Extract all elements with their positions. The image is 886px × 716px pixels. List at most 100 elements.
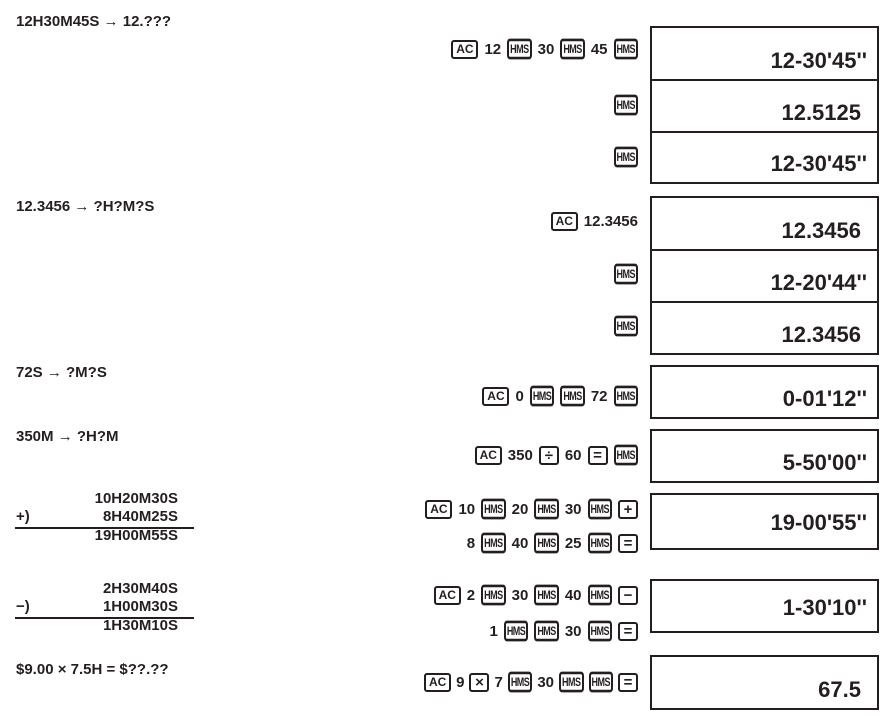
hms-key-icon: HMS [613, 444, 638, 466]
display-value: 12-20'44'' [770, 270, 867, 295]
hms-key-icon: HMS [507, 38, 532, 60]
example-label: 12.3456 → ?H?M?S [16, 198, 155, 215]
display-value: 12.3456 [781, 218, 861, 243]
ac-key-icon: AC [474, 445, 502, 465]
display-value: 12.5125 [781, 100, 861, 125]
key-sequence: 8 HMS 40 HMS 25 HMS = [467, 532, 638, 554]
hms-key-icon: HMS [559, 671, 584, 693]
entered-number: 7 [494, 673, 503, 691]
ac-key-icon: AC [424, 672, 452, 692]
display-panel: 12.3456 12-20'44'' 12.3456 [650, 196, 879, 355]
ac-key-icon: AC [550, 211, 578, 231]
hms-key-icon: HMS [560, 385, 585, 407]
entered-number: 2 [466, 586, 476, 604]
example-label: 72S → ?M?S [16, 364, 107, 381]
operand-1: 10H20M30S [94, 490, 178, 507]
key-sequence: HMS [613, 146, 638, 168]
hms-key-icon: HMS [587, 532, 612, 554]
entered-number: 72 [590, 387, 608, 405]
equals-key-icon: = [618, 672, 638, 692]
hms-key-icon: HMS [613, 263, 638, 285]
hms-key-icon: HMS [534, 584, 559, 606]
equals-key-icon: = [587, 445, 608, 465]
display-panel: 1-30'10'' [650, 579, 879, 633]
hms-key-icon: HMS [503, 620, 529, 642]
key-sequence: HMS [613, 315, 638, 337]
entered-number: 30 [564, 500, 582, 518]
difference-rule [15, 617, 194, 619]
entered-number: 40 [564, 586, 582, 604]
display-value: 12.3456 [781, 322, 861, 347]
equals-key-icon: = [618, 621, 638, 641]
entered-number: 60 [564, 446, 582, 464]
hms-key-icon: HMS [481, 584, 506, 606]
plus-key-icon: + [618, 499, 638, 519]
operator-sign: −) [16, 598, 30, 615]
hms-key-icon: HMS [588, 671, 613, 693]
entered-number: 8 [466, 534, 476, 552]
operand-2: 1H00M30S [102, 598, 178, 615]
minus-key-icon: − [618, 585, 638, 605]
hms-key-icon: HMS [534, 620, 559, 642]
entered-number: 30 [564, 622, 582, 640]
key-sequence: AC 350 ÷ 60 =HMS [474, 444, 638, 466]
hms-key-icon: HMS [507, 671, 533, 693]
ac-key-icon: AC [451, 39, 479, 59]
hms-key-icon: HMS [613, 146, 638, 168]
display-panel: 0-01'12'' [650, 365, 879, 419]
display-value: 1-30'10'' [782, 595, 867, 620]
ac-key-icon: AC [482, 386, 510, 406]
operand-2: 8H40M25S [102, 508, 178, 525]
multiply-key-icon: × [469, 672, 490, 692]
hms-key-icon: HMS [534, 498, 559, 520]
hms-key-icon: HMS [534, 532, 559, 554]
hms-key-icon: HMS [587, 498, 612, 520]
divide-key-icon: ÷ [538, 445, 559, 465]
hms-key-icon: HMS [481, 532, 506, 554]
example-label: $9.00 × 7.5H = $??.?? [16, 661, 169, 678]
ac-key-icon: AC [425, 499, 453, 519]
operator-sign: +) [16, 508, 30, 525]
operand-1: 2H30M40S [102, 580, 178, 597]
result: 1H30M10S [102, 617, 178, 634]
key-sequence: HMS [613, 263, 638, 285]
hms-key-icon: HMS [613, 94, 638, 116]
equals-key-icon: = [618, 533, 638, 553]
hms-key-icon: HMS [613, 38, 638, 60]
hms-key-icon: HMS [613, 315, 638, 337]
key-sequence: AC 12 HMS 30 HMS 45 HMS [451, 38, 638, 60]
entered-number: 20 [511, 500, 529, 518]
entered-number: 12.3456 [583, 212, 638, 230]
entered-number: 1 [489, 622, 498, 640]
entered-number: 12 [484, 40, 502, 58]
display-value: 0-01'12'' [782, 386, 867, 411]
entered-number: 0 [515, 387, 524, 405]
entered-number: 30 [537, 40, 555, 58]
entered-number: 10 [458, 500, 476, 518]
hms-key-icon: HMS [587, 620, 612, 642]
display-value: 5-50'00'' [782, 450, 867, 475]
example-label: 12H30M45S → 12.??? [16, 13, 172, 30]
hms-key-icon: HMS [560, 38, 585, 60]
display-panel: 12-30'45'' 12.5125 12-30'45'' [650, 26, 879, 184]
hms-key-icon: HMS [613, 385, 638, 407]
hms-key-icon: HMS [529, 385, 555, 407]
ac-key-icon: AC [433, 585, 461, 605]
display-panel: 67.5 [650, 655, 879, 710]
key-sequence: HMS [613, 94, 638, 116]
entered-number: 40 [511, 534, 529, 552]
entered-number: 350 [507, 446, 533, 464]
entered-number: 30 [511, 586, 529, 604]
display-panel: 5-50'00'' [650, 429, 879, 483]
display-value: 19-00'55'' [770, 510, 867, 535]
display-value: 67.5 [818, 677, 861, 702]
display-value: 12-30'45'' [770, 151, 867, 176]
entered-number: 25 [564, 534, 582, 552]
result: 19H00M55S [94, 527, 178, 544]
entered-number: 45 [590, 40, 608, 58]
entered-number: 30 [537, 673, 554, 691]
